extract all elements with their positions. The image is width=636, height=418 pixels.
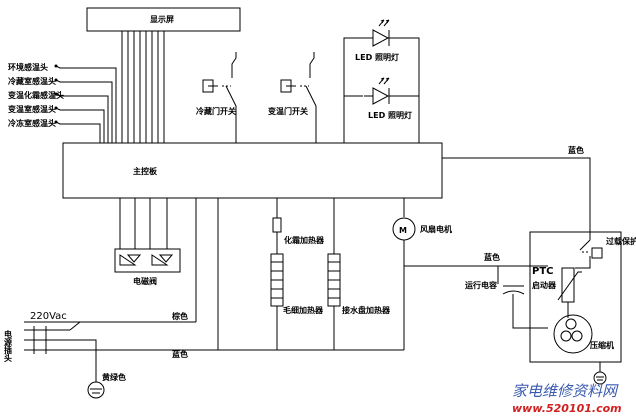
heater2-label: 毛细加热器 [283, 305, 324, 315]
mainboard-label: 主控板 [133, 166, 158, 176]
blue-top-label: 蓝色 [568, 145, 584, 155]
heater1-label: 化霜加热器 [284, 235, 325, 245]
sensor-label-1: 环境感温头 [8, 62, 48, 72]
heater3-label: 接水盘加热器 [342, 305, 391, 315]
brown-label: 棕色 [171, 311, 188, 321]
yellow-green-label: 黄绿色 [102, 372, 126, 382]
sensor-label-3: 变温化霜感温头 [8, 90, 64, 100]
svg-text:M: M [399, 226, 407, 235]
heater-group: 化霜加热器 毛细加热器 接水盘加热器 [270, 198, 391, 350]
fan-motor-label: 风扇电机 [420, 224, 452, 234]
compressor-label: 压缩机 [590, 340, 614, 350]
blue-bottom-label: 蓝色 [172, 349, 188, 359]
display-label: 显示屏 [150, 15, 174, 24]
sensor-label-4: 变温室感温头 [8, 104, 56, 114]
led-group: LED 照明灯 LED 照明灯 [343, 19, 420, 143]
ptc-label: PTC [532, 266, 554, 277]
sensor-label-2: 冷藏室感温头 [8, 76, 56, 86]
power-plug: 220Vac 电源插头 黄绿色 棕色 蓝色 [4, 311, 188, 399]
led1-label: LED 照明灯 [355, 52, 399, 62]
plug-label: 电源插头 [4, 329, 13, 363]
variable-door-switch: 变温门开关 [268, 52, 317, 143]
variable-door-switch-label: 变温门开关 [268, 106, 308, 116]
mainboard-box [62, 142, 443, 199]
fridge-door-switch-label: 冷藏门开关 [196, 106, 236, 116]
fridge-door-switch: 冷藏门开关 [196, 52, 237, 143]
overload-label: 过载保护器 [606, 236, 636, 246]
solenoid-valve: 电磁阀 [114, 198, 181, 286]
fan-motor: M 风扇电机 [392, 198, 452, 350]
compressor-unit: 过载保护器 蓝色 蓝色 运行电容 PTC 启动器 压缩机 [404, 145, 636, 385]
sensor-label-5: 冷冻室感温头 [8, 118, 56, 128]
solenoid-label: 电磁阀 [133, 276, 157, 286]
voltage-label: 220Vac [30, 311, 67, 322]
ptc-starter-label: 启动器 [532, 280, 557, 290]
watermark-url: www.520101.com [512, 402, 622, 415]
led2-label: LED 照明灯 [368, 110, 412, 120]
display-cable [121, 31, 165, 143]
blue-mid-label: 蓝色 [484, 252, 500, 262]
sensor-group: 环境感温头 冷藏室感温头 变温化霜感温头 变温室感温头 冷冻室感温头 [8, 62, 117, 143]
run-capacitor-label: 运行电容 [465, 280, 497, 290]
watermark-text: 家电维修资料网 [512, 382, 619, 400]
